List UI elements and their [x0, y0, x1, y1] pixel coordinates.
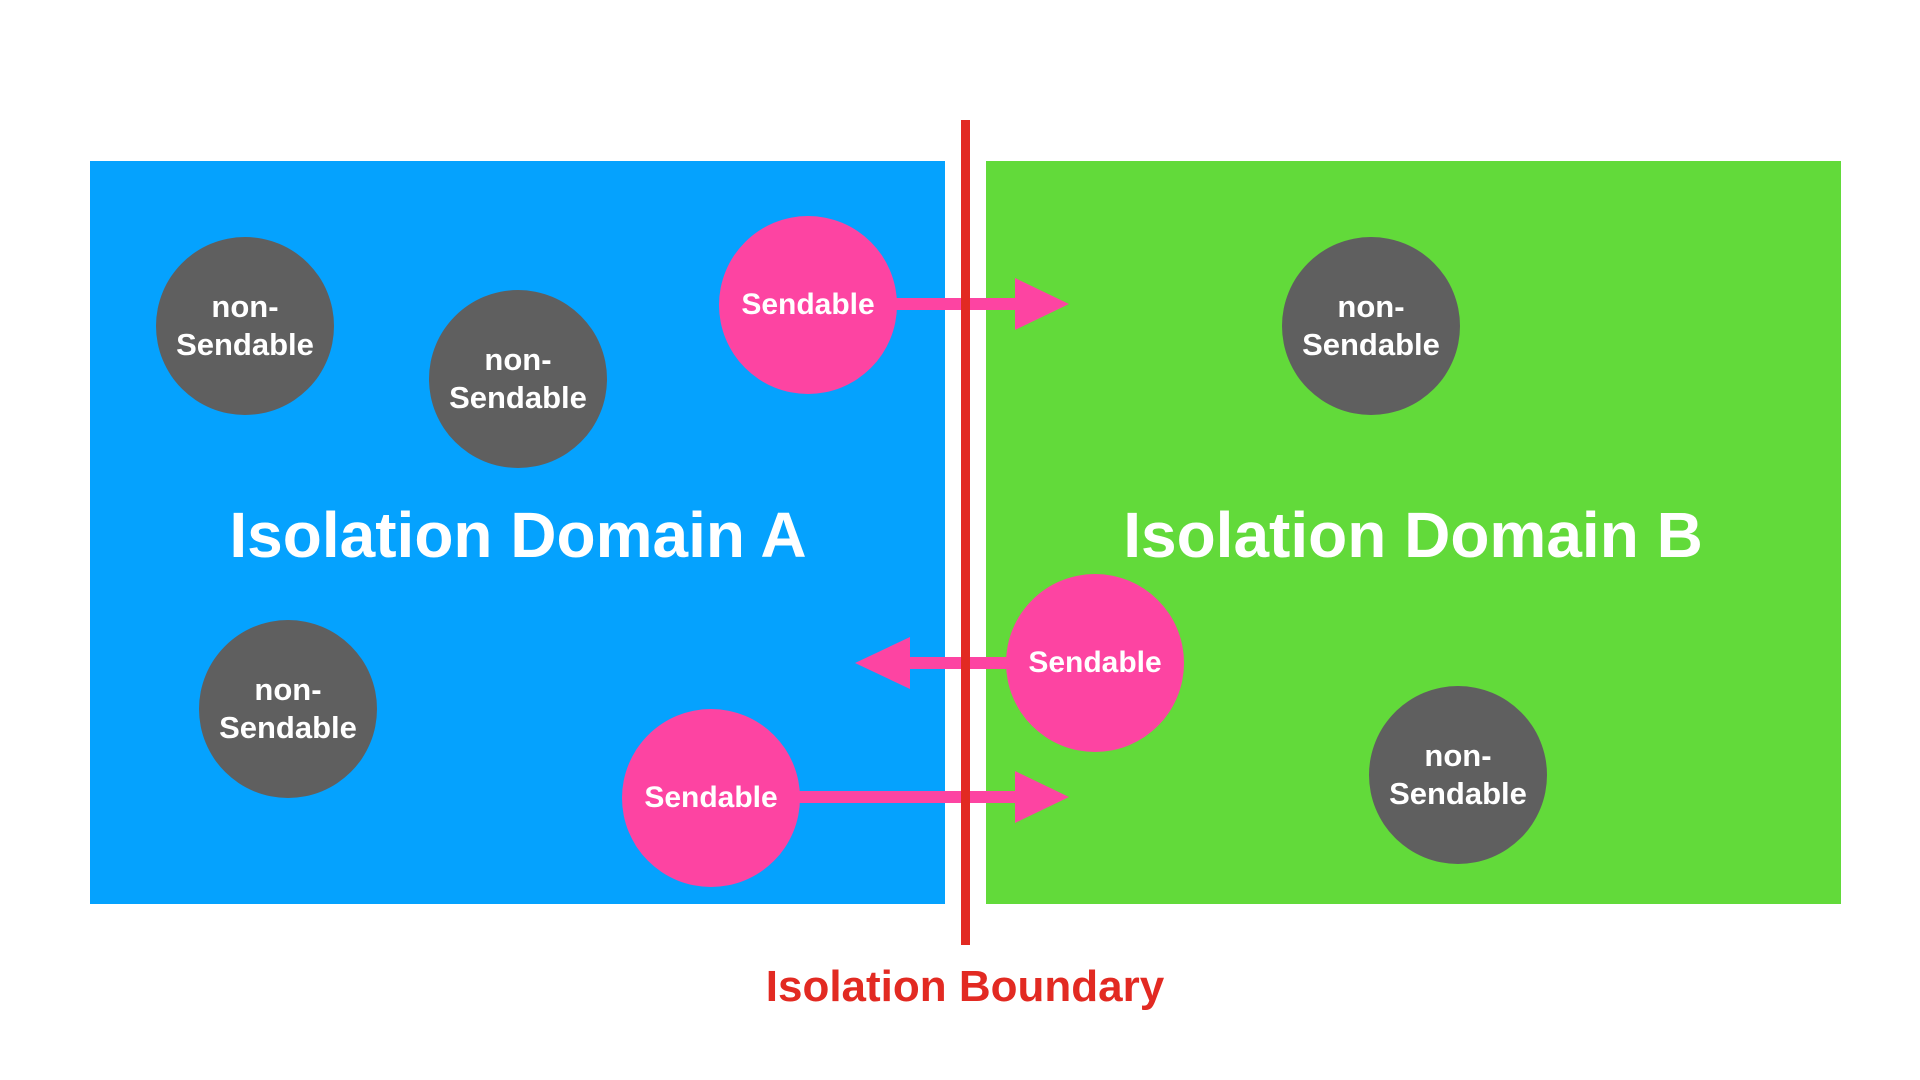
sendable-label: Sendable [741, 287, 875, 321]
domain-b-label: Isolation Domain B [1123, 499, 1703, 571]
arrow-a-to-b-bottom [790, 771, 1069, 823]
non-sendable-line2: Sendable [1389, 776, 1527, 811]
non-sendable-line2: Sendable [1302, 327, 1440, 362]
sendable-label: Sendable [644, 780, 778, 814]
sendable-object: Sendable [719, 216, 897, 394]
non-sendable-line2: Sendable [449, 380, 587, 415]
non-sendable-line1: non- [211, 289, 279, 325]
non-sendable-object: non- Sendable [1282, 237, 1460, 415]
non-sendable-line1: non- [1337, 289, 1405, 325]
domain-a-label: Isolation Domain A [229, 499, 807, 571]
arrow-b-to-a [855, 637, 1010, 689]
isolation-boundary-line [961, 120, 970, 945]
non-sendable-line1: non- [484, 342, 552, 378]
non-sendable-object: non- Sendable [199, 620, 377, 798]
non-sendable-line2: Sendable [219, 710, 357, 745]
arrow-a-to-b-top [880, 278, 1069, 330]
non-sendable-line1: non- [1424, 738, 1492, 774]
non-sendable-object: non- Sendable [429, 290, 607, 468]
sendable-object: Sendable [622, 709, 800, 887]
non-sendable-line2: Sendable [176, 327, 314, 362]
sendable-object: Sendable [1006, 574, 1184, 752]
sendable-label: Sendable [1028, 645, 1162, 679]
isolation-boundary-label: Isolation Boundary [765, 962, 1165, 1011]
non-sendable-line1: non- [254, 672, 322, 708]
non-sendable-object: non- Sendable [156, 237, 334, 415]
non-sendable-object: non- Sendable [1369, 686, 1547, 864]
